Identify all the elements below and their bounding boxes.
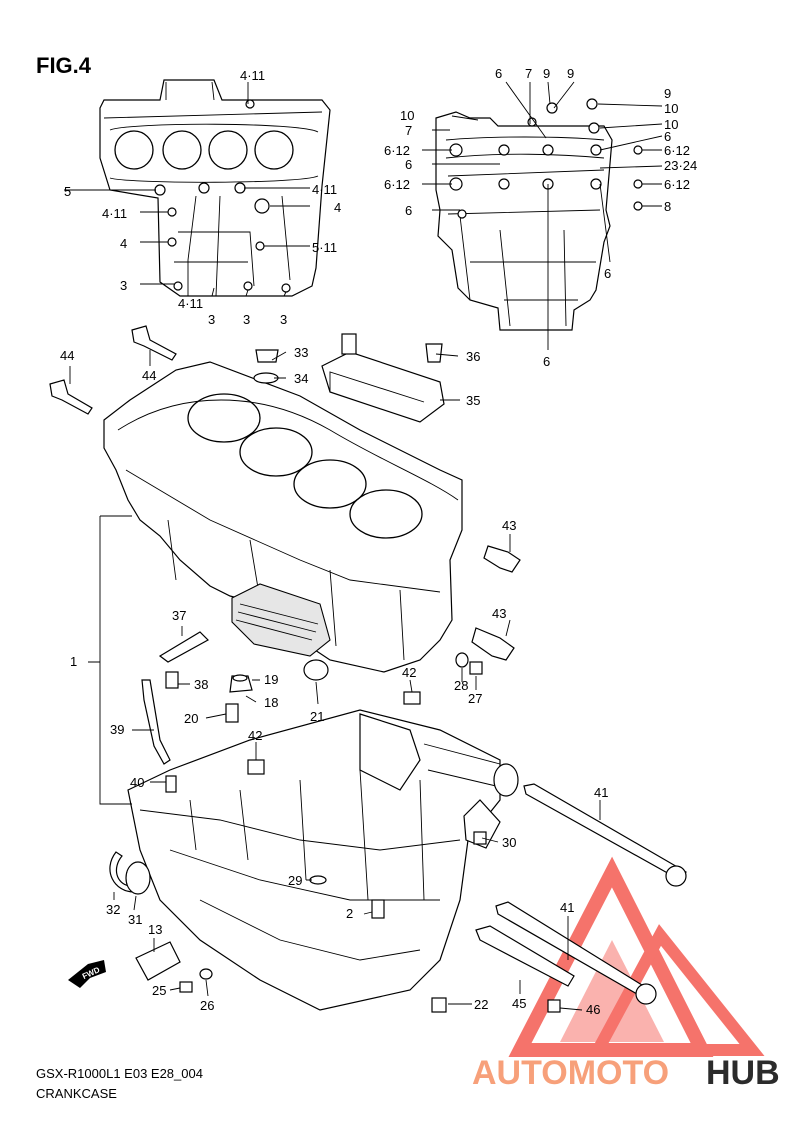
callout-label: 32: [106, 902, 120, 917]
callout-label: 44: [142, 368, 156, 383]
callout-label: 28: [454, 678, 468, 693]
callout-label: 9: [664, 86, 671, 101]
callout-label: 21: [310, 709, 324, 724]
automotohub-watermark: AUTOMOTO HUB: [472, 856, 780, 1092]
brand-text-left: AUTOMOTO: [472, 1054, 669, 1092]
callout-label: 10: [664, 117, 678, 132]
callout-label: 6: [495, 66, 502, 81]
callout-label: 36: [466, 349, 480, 364]
callout-label: 4: [120, 236, 127, 251]
callout-label: 23·24: [664, 158, 697, 173]
callout-label: 4·11: [312, 182, 337, 197]
callout-label: 6·12: [384, 143, 410, 158]
callout-label: 6: [543, 354, 550, 369]
callout-label: 42: [248, 728, 262, 743]
callout-label: 4·11: [178, 296, 203, 311]
callout-label: 37: [172, 608, 186, 623]
callout-label: 29: [288, 873, 302, 888]
forward-arrow-icon: [68, 960, 106, 988]
callout-label: 27: [468, 691, 482, 706]
callout-label: 13: [148, 922, 162, 937]
callout-label: 22: [474, 997, 488, 1012]
callout-label: 4·11: [102, 206, 127, 221]
callout-label: 41: [594, 785, 608, 800]
callout-label: 3: [280, 312, 287, 327]
callout-label: 34: [294, 371, 308, 386]
callout-label: 3: [208, 312, 215, 327]
callout-label: 6: [405, 157, 412, 172]
callout-label: 6: [664, 129, 671, 144]
callout-label: 38: [194, 677, 208, 692]
callout-label: 8: [664, 199, 671, 214]
model-code: GSX-R1000L1 E03 E28_004: [36, 1066, 203, 1081]
callout-label: 46: [586, 1002, 600, 1017]
callout-label: 10: [664, 101, 678, 116]
callout-label: 2: [346, 906, 353, 921]
callout-label: 41: [560, 900, 574, 915]
loose-parts: [49, 325, 687, 1013]
callout-label: 6·12: [384, 177, 410, 192]
callout-label: 30: [502, 835, 516, 850]
callout-label: 9: [543, 66, 550, 81]
section-name: CRANKCASE: [36, 1086, 117, 1101]
callout-label: 25: [152, 983, 166, 998]
callout-label: 43: [492, 606, 506, 621]
callout-label: 10: [400, 108, 414, 123]
callout-label: 7: [525, 66, 532, 81]
callout-label: 7: [405, 123, 412, 138]
callout-label: 5·11: [312, 240, 337, 255]
callout-label: 4·11: [240, 68, 265, 83]
callout-label: 18: [264, 695, 278, 710]
lower-crankcase-assembly: [127, 709, 519, 1011]
callout-label: 6: [604, 266, 611, 281]
callout-label: 44: [60, 348, 74, 363]
callout-label: 6: [405, 203, 412, 218]
lower-crankcase-bolt-inset: 6 7 9 9 10 7 6·12 6 6·12 6 9 10 10 6 6·1…: [384, 66, 697, 369]
callout-label: 3: [120, 278, 127, 293]
callout-label: 19: [264, 672, 278, 687]
callout-label: 4: [334, 200, 341, 215]
upper-crankcase-bolt-inset: 4·11 5 4·11 4 3 4·11 3 3 3 4·11 4 5·11: [64, 68, 341, 327]
callout-label: 3: [243, 312, 250, 327]
callout-label: 6·12: [664, 143, 690, 158]
automotohub-logo-icon: [508, 856, 765, 1057]
callout-label: 33: [294, 345, 308, 360]
figure-title: FIG.4: [36, 53, 92, 78]
callout-leaders: [69, 350, 601, 1011]
callout-label: 1: [70, 654, 77, 669]
callout-label: 42: [402, 665, 416, 680]
callout-label: 31: [128, 912, 142, 927]
forward-direction-badge: FWD: [68, 960, 106, 988]
callout-label: 20: [184, 711, 198, 726]
callout-label: 43: [502, 518, 516, 533]
brand-text-right: HUB: [706, 1054, 780, 1092]
callout-label: 26: [200, 998, 214, 1013]
upper-crankcase-assembly: [103, 333, 463, 673]
logo-triangle-core: [560, 940, 664, 1042]
callout-label: 6·12: [664, 177, 690, 192]
callout-label: 5: [64, 184, 71, 199]
callout-label: 35: [466, 393, 480, 408]
callout-label: 9: [567, 66, 574, 81]
callout-label: 45: [512, 996, 526, 1011]
callout-label: 39: [110, 722, 124, 737]
callout-label: 40: [130, 775, 144, 790]
